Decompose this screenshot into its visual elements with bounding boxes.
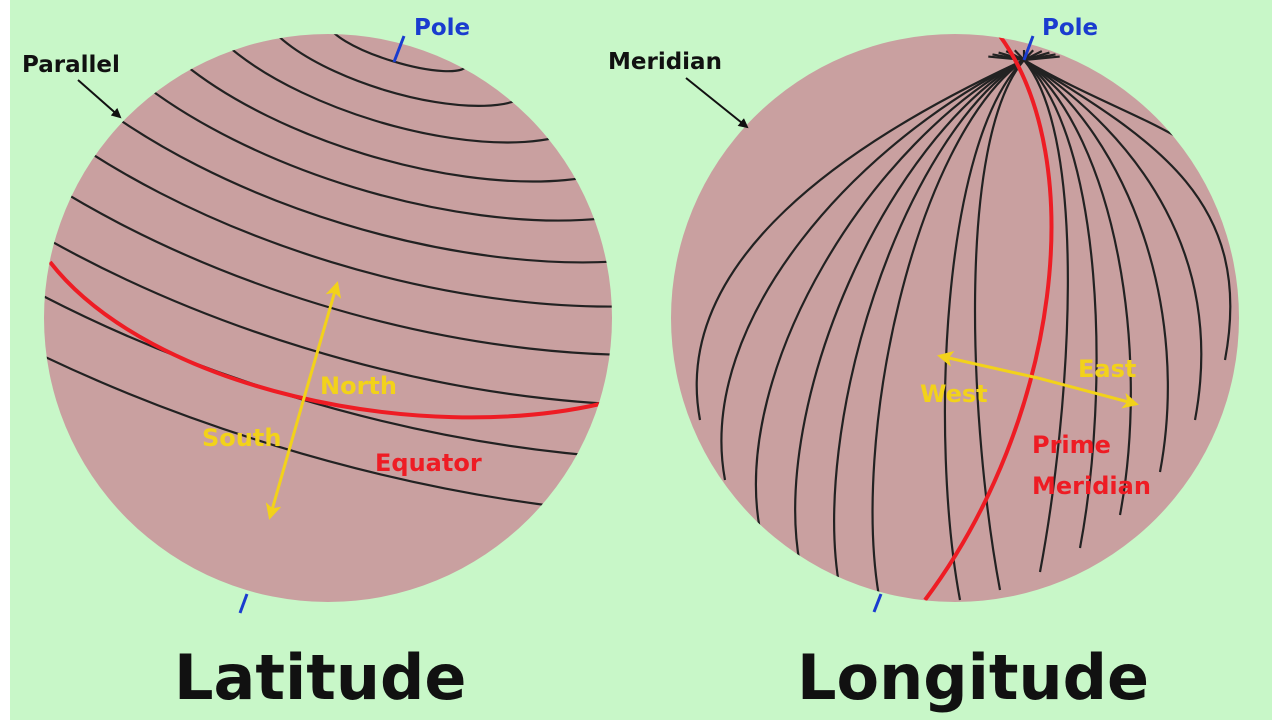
meridian-line [973, 59, 1025, 591]
south-arrow [265, 404, 304, 520]
meridian-line [943, 59, 1025, 601]
prime-meridian-line [923, 34, 1054, 602]
meridian-label: Meridian [608, 49, 722, 75]
east-label: East [1078, 355, 1136, 383]
parallel-label: Parallel [22, 52, 120, 78]
longitude-globe-sphere [671, 34, 1239, 602]
meridian-line [871, 59, 1025, 602]
meridian-pole-tick [1014, 49, 1025, 61]
meridian-line [1023, 59, 1132, 516]
latitude-south-pole-marker [238, 593, 249, 614]
meridian-line [1023, 59, 1169, 473]
latitude-pole-label: Pole [414, 15, 470, 41]
meridian-pole-tick [1023, 55, 1060, 62]
north-label: North [320, 372, 397, 400]
parallel-line [44, 34, 612, 264]
meridian-line [1023, 59, 1203, 421]
east-arrow [1037, 376, 1139, 409]
meridian-line [1023, 59, 1098, 549]
meridian-line [695, 59, 1025, 421]
meridian-line [720, 59, 1025, 481]
parallel-line [125, 34, 612, 183]
meridian-line [794, 59, 1025, 566]
parallel-pointer-arrow [77, 79, 122, 119]
equator-label: Equator [375, 449, 482, 477]
west-label: West [920, 380, 988, 408]
meridian-line [833, 59, 1025, 591]
longitude-south-pole-marker [872, 593, 883, 613]
longitude-title: Longitude [797, 641, 1149, 714]
parallel-line [57, 34, 612, 222]
prime-meridian-label-line2: Meridian [1032, 472, 1151, 500]
meridian-pointer-arrow [685, 77, 749, 129]
equator-line [48, 260, 601, 420]
south-label: South [202, 424, 281, 452]
north-arrow [300, 281, 342, 406]
meridian-line [1023, 59, 1232, 361]
longitude-north-pole-marker [1022, 35, 1035, 61]
west-arrow [937, 351, 1039, 380]
meridian-line [754, 59, 1025, 531]
longitude-pole-label: Pole [1042, 15, 1098, 41]
parallel-line [44, 34, 612, 308]
meridian-line [1023, 59, 1069, 573]
latitude-north-pole-marker [392, 35, 406, 63]
prime-meridian-label-line1: Prime [1032, 431, 1111, 459]
latitude-title: Latitude [174, 641, 466, 714]
